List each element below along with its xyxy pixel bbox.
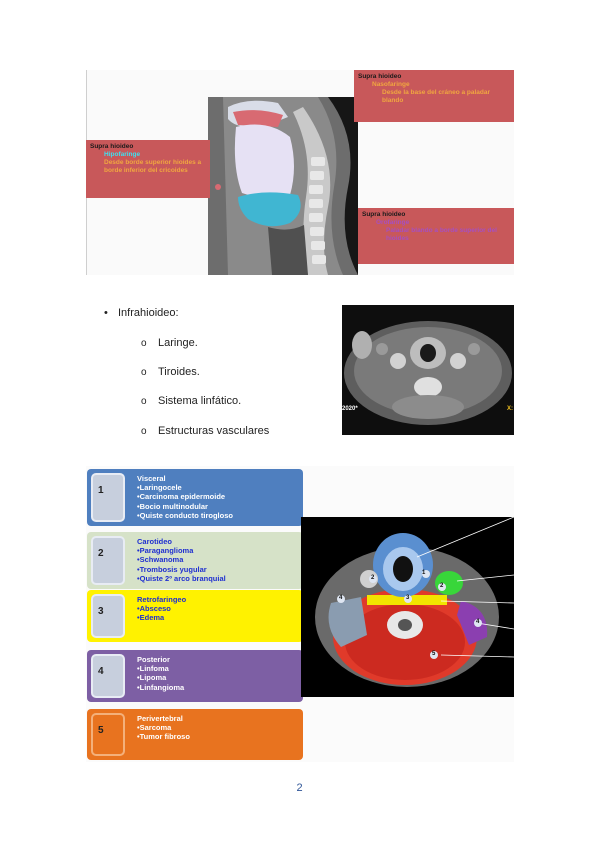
sagittal-ct-drawing: [208, 97, 358, 275]
ct-date-label: 2020*: [342, 406, 358, 412]
space-carotideo: 2 Carotideo •Paraganglioma •Schwanoma •T…: [87, 532, 303, 589]
axial-ct-drawing: [342, 305, 514, 435]
neck-spaces-drawing: [301, 517, 514, 697]
space-visceral: 1 Visceral •Laringocele •Carcinoma epide…: [87, 469, 303, 526]
space-item: •Quiste conducto tirogloso: [137, 510, 233, 520]
space-item: •Quiste 2º arco branquial: [137, 573, 226, 583]
circle-bullet-icon: o: [141, 426, 147, 437]
space-number: 2: [91, 536, 125, 585]
space-title: Carotideo: [137, 537, 173, 546]
axial-neck-spaces-ct: 1 2 2 3 4 4 5: [301, 517, 514, 697]
ct-label-4: 4: [339, 595, 343, 601]
space-perivertebral: 5 Perivertebral •Sarcoma •Tumor fibroso: [87, 709, 303, 760]
ct-label-2b: 2: [371, 575, 375, 581]
circle-bullet-icon: o: [141, 338, 147, 349]
space-title: Posterior: [137, 655, 170, 664]
sagittal-ct-image: [208, 97, 358, 275]
list-item: o Sistema linfático.: [141, 395, 241, 407]
space-item: •Paraganglioma: [137, 546, 194, 556]
neck-spaces-figure: 1 Visceral •Laringocele •Carcinoma epide…: [86, 466, 514, 762]
space-item: •Tumor fibroso: [137, 732, 190, 742]
callout-hipofaringe-item: Hipofaringe: [104, 151, 141, 158]
space-text: Carotideo •Paraganglioma •Schwanoma •Tro…: [137, 537, 226, 583]
callout-nasofaringe-item: Nasofaringe: [372, 81, 410, 88]
space-item: •Bocio multinodular: [137, 501, 208, 511]
ct-coordinate-label: X:: [507, 406, 513, 412]
callout-nasofaringe: Supra hioideo Nasofaringe Desde la base …: [354, 70, 514, 122]
list-item: o Estructuras vasculares: [141, 425, 269, 437]
space-title: Perivertebral: [137, 714, 183, 723]
ct-label-2: 2: [440, 583, 444, 589]
space-item: •Absceso: [137, 604, 171, 614]
space-text: Retrofaringeo •Absceso •Edema: [137, 595, 186, 623]
list-item-text: Laringe.: [158, 337, 198, 349]
space-item: •Linfangioma: [137, 682, 185, 692]
ct-label-3: 3: [406, 595, 410, 601]
list-item-text: Sistema linfático.: [158, 395, 242, 407]
list-item-text: Tiroides.: [158, 366, 200, 378]
list-item-text: Estructuras vasculares: [158, 425, 270, 437]
infrahioideo-heading: • Infrahioideo:: [104, 307, 179, 319]
space-item: •Carcinoma epidermoide: [137, 492, 226, 502]
callout-hipofaringe: Supra hioideo Hipofaringe Desde borde su…: [86, 140, 210, 198]
callout-nasofaringe-detail: Desde la base del cráneo a paladar bland…: [382, 89, 491, 104]
circle-bullet-icon: o: [141, 367, 147, 378]
callout-orofaringe: Supra hioideo Orofaringe Paladar blando …: [358, 208, 514, 264]
space-posterior: 4 Posterior •Linfoma •Lipoma •Linfangiom…: [87, 650, 303, 702]
space-item: •Edema: [137, 613, 165, 623]
callout-nasofaringe-heading: Supra hioideo: [358, 73, 402, 80]
space-item: •Linfoma: [137, 664, 169, 674]
page-number: 2: [296, 782, 303, 794]
space-number: 1: [91, 473, 125, 522]
space-title: Visceral: [137, 474, 166, 483]
bullet-icon: •: [104, 307, 108, 319]
sagittal-ct-figure: Supra hioideo Hipofaringe Desde borde su…: [86, 70, 514, 275]
space-item: •Laringocele: [137, 483, 182, 493]
circle-bullet-icon: o: [141, 396, 147, 407]
space-number: 4: [91, 654, 125, 698]
callout-orofaringe-detail: Paladar blando a borde superior del hioi…: [386, 227, 497, 242]
space-text: Posterior •Linfoma •Lipoma •Linfangioma: [137, 655, 184, 692]
space-number: 3: [91, 594, 125, 638]
space-retrofaringeo: 3 Retrofaringeo •Absceso •Edema: [87, 590, 303, 642]
space-item: •Sarcoma: [137, 723, 172, 733]
infrahioideo-title: Infrahioideo:: [118, 307, 179, 319]
ct-label-4b: 4: [476, 619, 480, 625]
space-text: Visceral •Laringocele •Carcinoma epiderm…: [137, 474, 233, 520]
callout-hipofaringe-heading: Supra hioideo: [90, 143, 134, 150]
ct-label-5: 5: [432, 651, 436, 657]
list-item: o Laringe.: [141, 337, 198, 349]
space-item: •Schwanoma: [137, 555, 184, 565]
callout-hipofaringe-detail: Desde borde superior hioides a borde inf…: [104, 159, 202, 174]
callout-orofaringe-heading: Supra hioideo: [362, 211, 406, 218]
axial-ct-image: 2020* X:: [342, 305, 514, 435]
ct-label-1: 1: [422, 570, 426, 576]
callout-orofaringe-item: Orofaringe: [376, 219, 410, 226]
list-item: o Tiroides.: [141, 366, 200, 378]
space-title: Retrofaringeo: [137, 595, 187, 604]
space-item: •Lipoma: [137, 673, 167, 683]
space-text: Perivertebral •Sarcoma •Tumor fibroso: [137, 714, 190, 742]
space-item: •Trombosis yugular: [137, 564, 207, 574]
space-number: 5: [91, 713, 125, 756]
